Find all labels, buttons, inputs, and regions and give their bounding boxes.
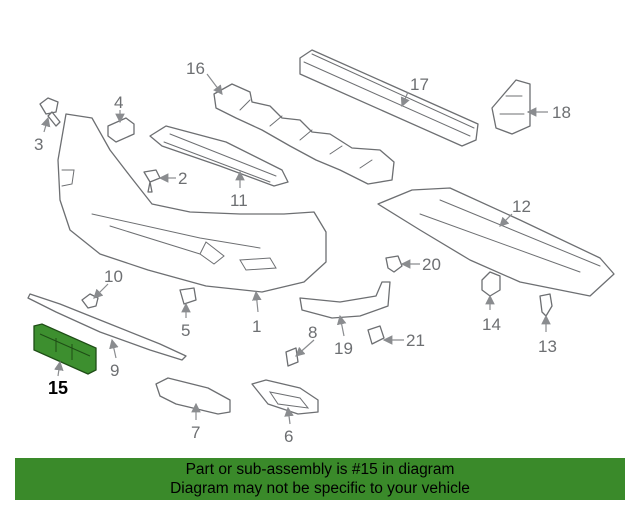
part-18-bracket[interactable] xyxy=(491,79,531,135)
part-9-molding[interactable] xyxy=(27,293,187,361)
part-17-reinforcement[interactable] xyxy=(299,49,479,147)
part-12-undercover[interactable] xyxy=(377,187,615,297)
callout-8: 8 xyxy=(308,323,317,342)
part-2-screw[interactable] xyxy=(143,169,161,193)
callout-5: 5 xyxy=(181,321,190,340)
callout-12: 12 xyxy=(512,197,531,216)
callout-16: 16 xyxy=(186,59,205,78)
part-4-clip[interactable] xyxy=(107,117,135,143)
part-6-fog-lamp-cover[interactable] xyxy=(251,379,319,415)
callout-2: 2 xyxy=(178,169,187,188)
part-21-clip-nut[interactable] xyxy=(367,325,385,345)
part-7-fog-lamp-cover[interactable] xyxy=(155,377,231,415)
info-banner: Part or sub-assembly is #15 in diagram D… xyxy=(15,458,625,500)
callout-15-highlighted: 15 xyxy=(48,378,68,398)
callout-14: 14 xyxy=(482,315,501,334)
part-19-bracket[interactable] xyxy=(299,281,391,319)
callout-10: 10 xyxy=(104,267,123,286)
banner-line-1: Part or sub-assembly is #15 in diagram xyxy=(185,461,455,478)
parts-diagram: 16 17 18 4 3 2 11 12 20 10 14 13 5 1 19 … xyxy=(27,49,615,446)
part-11-grille[interactable] xyxy=(149,125,289,187)
part-3-screw[interactable] xyxy=(39,97,61,127)
banner-line-2: Diagram may not be specific to your vehi… xyxy=(170,480,470,497)
part-16-energy-absorber[interactable] xyxy=(213,83,395,185)
callout-20: 20 xyxy=(422,255,441,274)
callout-9: 9 xyxy=(110,361,119,380)
callout-21: 21 xyxy=(406,331,425,350)
callout-7: 7 xyxy=(191,423,200,442)
callout-13: 13 xyxy=(538,337,557,356)
callout-11: 11 xyxy=(230,191,248,210)
part-1-bumper-fascia[interactable] xyxy=(57,113,327,293)
callout-19: 19 xyxy=(334,339,353,358)
part-20-clip[interactable] xyxy=(385,255,403,273)
part-15-license-plate-bracket[interactable] xyxy=(33,323,97,375)
part-13-bolt[interactable] xyxy=(539,293,553,317)
leader-lines xyxy=(41,73,551,425)
callout-6: 6 xyxy=(284,427,293,446)
callout-4: 4 xyxy=(114,93,123,112)
callout-17: 17 xyxy=(410,75,429,94)
callout-1: 1 xyxy=(252,317,261,336)
part-5-cover[interactable] xyxy=(179,287,197,305)
callout-3: 3 xyxy=(34,135,43,154)
callout-18: 18 xyxy=(552,103,571,122)
part-8-bracket[interactable] xyxy=(285,347,299,367)
part-14-nut[interactable] xyxy=(481,271,501,297)
